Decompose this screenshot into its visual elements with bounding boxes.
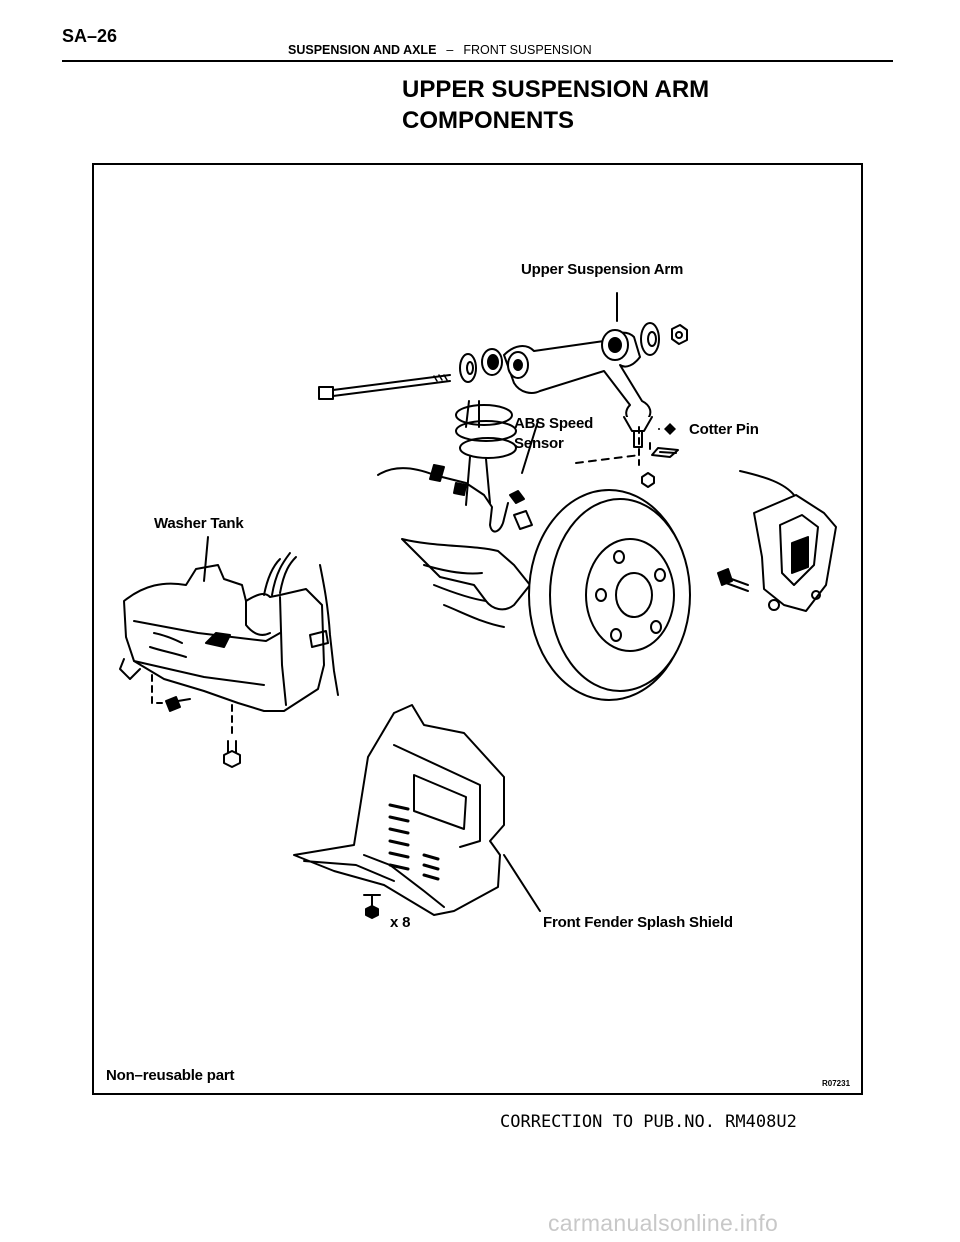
exploded-diagram	[119, 292, 837, 919]
tank-bolt-bottom-icon	[223, 740, 241, 768]
washer-left-icon	[459, 353, 477, 383]
washer-tank-leader	[203, 536, 209, 582]
bushing-left-icon	[481, 348, 503, 376]
long-bolt-icon	[318, 374, 451, 400]
page-number: SA–26	[62, 26, 118, 46]
brake-disc-icon	[528, 489, 691, 701]
title-line-2: COMPONENTS	[402, 107, 575, 134]
label-abs-speed-sensor-line1: ABS Speed	[514, 415, 594, 432]
tank-bolt-side-icon	[165, 696, 191, 712]
correction-note: CORRECTION TO PUB.NO. RM408U2	[500, 1112, 797, 1132]
abs-harness-icon	[377, 420, 539, 533]
title-line-1: UPPER SUSPENSION ARM	[402, 76, 710, 103]
steering-knuckle-icon	[401, 538, 531, 628]
section-sub: FRONT SUSPENSION	[463, 43, 592, 57]
splash-shield-leader	[503, 854, 541, 912]
label-cotter-pin: Cotter Pin	[689, 421, 759, 438]
header-rule	[62, 60, 893, 62]
page-title: UPPER SUSPENSION ARM COMPONENTS	[402, 74, 709, 136]
brake-caliper-icon	[753, 494, 837, 612]
label-front-fender-splash-shield: Front Fender Splash Shield	[543, 914, 733, 931]
figure-id: R07231	[822, 1079, 851, 1088]
washer-right-icon	[640, 322, 660, 356]
non-reusable-diamond-icon	[664, 423, 676, 435]
tank-bracket-dash	[151, 674, 163, 704]
caliper-bolt-icon	[717, 568, 749, 592]
cotter-pin-icon	[651, 447, 679, 458]
castle-nut-icon	[641, 472, 655, 488]
nut-right-icon	[671, 324, 688, 345]
label-washer-tank: Washer Tank	[154, 515, 244, 532]
label-abs-speed-sensor-line2: Sensor	[514, 435, 564, 452]
shield-clip-icon	[363, 894, 381, 919]
label-quantity: x 8	[390, 914, 411, 931]
legend-non-reusable-part: Non–reusable part	[106, 1067, 235, 1084]
section-main: SUSPENSION AND AXLE	[288, 43, 437, 57]
cotter-dash-line	[575, 454, 641, 464]
upper-suspension-arm-icon	[503, 329, 653, 448]
label-upper-suspension-arm: Upper Suspension Arm	[521, 261, 684, 278]
splash-shield-icon	[293, 704, 505, 916]
watermark: carmanualsonline.info	[548, 1210, 779, 1236]
washer-tank-icon	[119, 552, 339, 712]
section-header: SUSPENSION AND AXLE–FRONT SUSPENSION	[288, 43, 592, 57]
strut-spring-icon	[455, 400, 517, 506]
section-separator: –	[446, 43, 454, 57]
figure-frame: Upper Suspension Arm ABS Speed Sensor Co…	[92, 163, 863, 1095]
